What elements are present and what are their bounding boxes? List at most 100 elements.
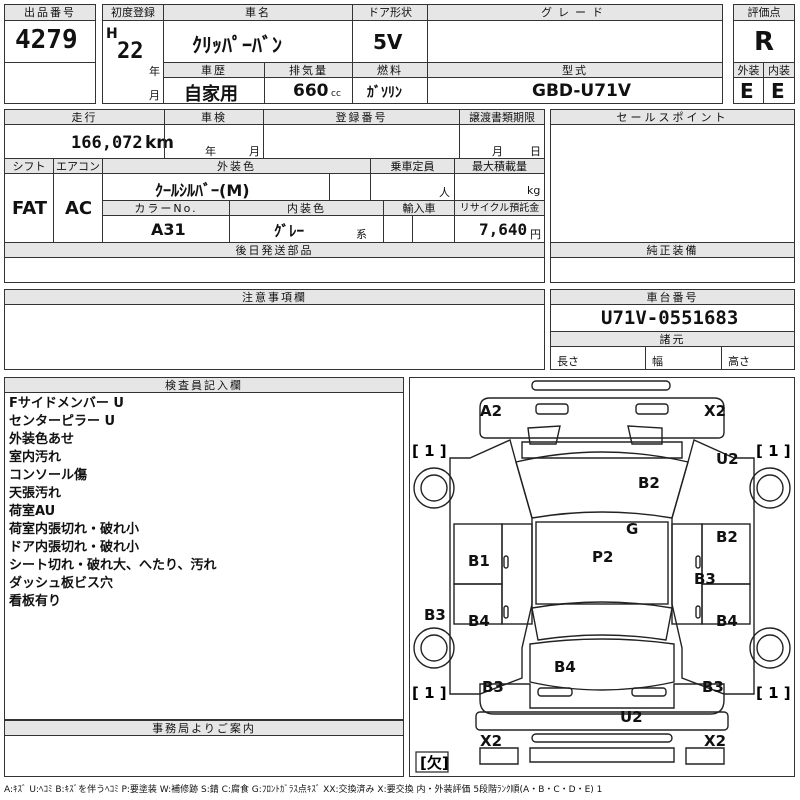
reg-year: 22 bbox=[117, 39, 144, 64]
sales-point-cell bbox=[550, 124, 795, 243]
inspection-label: 車検 bbox=[164, 109, 264, 125]
fuel-cell: ｶﾞｿﾘﾝ bbox=[352, 77, 428, 104]
int-cell: E bbox=[763, 77, 795, 104]
mark-u2-rear: U2 bbox=[620, 708, 643, 726]
import-cell-a bbox=[383, 215, 413, 243]
history-label: 車歴 bbox=[163, 62, 265, 78]
mark-b4-left: B4 bbox=[468, 612, 490, 630]
car-name-cell: ｸﾘｯﾊﾟｰﾊﾞﾝ bbox=[163, 20, 353, 63]
lot-label: 出品番号 bbox=[4, 4, 96, 21]
width-cell: 幅 bbox=[645, 346, 722, 370]
lot-blank bbox=[4, 62, 96, 104]
shift-label: シフト bbox=[4, 158, 54, 174]
rear-glass bbox=[531, 601, 673, 641]
first-reg-label: 初度登録 bbox=[102, 4, 164, 21]
mark-b4-rear: B4 bbox=[554, 658, 576, 676]
inspector-note: シート切れ・破れ大、へたり、汚れ bbox=[9, 558, 217, 573]
inspector-note: 天張汚れ bbox=[9, 486, 62, 501]
spare-tire-box bbox=[415, 751, 449, 773]
ext-label: 外装 bbox=[733, 62, 764, 78]
tire-front-right bbox=[749, 467, 791, 509]
ac: AC bbox=[65, 198, 93, 219]
tire-mark-rear-right: [ 1 ] bbox=[756, 684, 791, 702]
first-reg-cell: H 22 年 月 bbox=[102, 20, 164, 104]
score-cell: R bbox=[733, 20, 795, 63]
legend-text: A:ｷｽﾞ U:ﾍｺﾐ B:ｷｽﾞを伴うﾍｺﾐ P:要塗装 W:補修跡 S:錆 … bbox=[4, 785, 603, 795]
exterior-color: ｸｰﾙｼﾙﾊﾞｰ(M) bbox=[155, 181, 250, 200]
door-label: ドア形状 bbox=[352, 4, 428, 21]
mark-p2: P2 bbox=[592, 548, 613, 566]
door-cell: 5V bbox=[352, 20, 428, 63]
windshield bbox=[515, 451, 689, 519]
inspector-note: コンソール傷 bbox=[9, 468, 88, 483]
model: GBD-U71V bbox=[532, 81, 632, 101]
mileage: 166,072 bbox=[71, 133, 143, 153]
year-unit: 年 bbox=[149, 65, 160, 78]
rear-corner-right bbox=[685, 747, 725, 765]
history: 自家用 bbox=[184, 84, 238, 105]
mark-b1: B1 bbox=[468, 552, 490, 570]
chassis-number: U71V-0551683 bbox=[601, 307, 739, 329]
notes-cell bbox=[4, 304, 545, 370]
exterior-color-cell: ｸｰﾙｼﾙﾊﾞｰ(M) bbox=[102, 173, 330, 201]
model-label: 型式 bbox=[427, 62, 723, 78]
score-label: 評価点 bbox=[733, 4, 795, 21]
length-label: 長さ bbox=[557, 355, 579, 368]
import-cell-b bbox=[412, 215, 455, 243]
score: R bbox=[754, 27, 775, 57]
inspector-note: 看板有り bbox=[9, 594, 62, 609]
max-load-label: 最大積載量 bbox=[454, 158, 545, 174]
rear-bumper-bottom bbox=[531, 733, 673, 743]
ext-cell: E bbox=[733, 77, 764, 104]
office-cell bbox=[4, 735, 404, 777]
lot-cell: 4279 bbox=[4, 20, 96, 63]
transfer-label: 譲渡書類期限 bbox=[459, 109, 545, 125]
mileage-cell: 166,072 km bbox=[4, 124, 174, 159]
capacity-label: 乗車定員 bbox=[370, 158, 455, 174]
grade-cell bbox=[427, 20, 723, 63]
color-no: A31 bbox=[151, 220, 186, 239]
inspector-note: センターピラー U bbox=[9, 414, 116, 429]
mark-a2: A2 bbox=[480, 402, 502, 420]
interior-color-label: 内装色 bbox=[229, 200, 384, 216]
height-cell: 高さ bbox=[721, 346, 795, 370]
capacity-unit: 人 bbox=[439, 186, 450, 199]
inspector-note: 室内汚れ bbox=[9, 450, 62, 465]
right-pillar bbox=[671, 523, 703, 625]
right-front-fender bbox=[671, 439, 755, 695]
inspection-cell: 年 月 bbox=[164, 124, 264, 159]
chassis-label: 車台番号 bbox=[550, 289, 795, 305]
displacement: 660 bbox=[293, 81, 329, 101]
interior-color: ｸﾞﾚｰ bbox=[274, 222, 305, 240]
recycle-unit: 円 bbox=[530, 228, 541, 241]
exterior-color-label: 外装色 bbox=[102, 158, 371, 174]
capacity-cell: 人 bbox=[370, 173, 455, 201]
exterior-color-sub bbox=[329, 173, 371, 201]
later-parts-label: 後日発送部品 bbox=[4, 242, 545, 258]
ac-cell: AC bbox=[53, 173, 103, 243]
transfer-month-unit: 月 bbox=[492, 145, 503, 158]
hood-top bbox=[521, 441, 683, 459]
int-score: E bbox=[771, 79, 785, 103]
inspector-note: 荷室AU bbox=[9, 504, 56, 519]
sales-point-label: セールスポイント bbox=[550, 109, 795, 125]
mark-b3-rear-left: B3 bbox=[482, 678, 504, 696]
mark-b2-hood: B2 bbox=[638, 474, 660, 492]
displacement-label: 排気量 bbox=[264, 62, 353, 78]
later-parts-cell bbox=[4, 257, 545, 283]
transfer-day-unit: 日 bbox=[530, 145, 541, 158]
inspector-notes-list: Fサイドメンバー U センターピラー U 外装色あせ 室内汚れ コンソール傷 天… bbox=[9, 395, 216, 611]
recycle-cell: 7,640 円 bbox=[454, 215, 545, 243]
inspector-note: ドア内張切れ・破れ小 bbox=[9, 540, 140, 555]
grade-label: グレード bbox=[427, 4, 723, 21]
rear-gate bbox=[529, 638, 675, 691]
color-no-label: カラーNo. bbox=[102, 200, 230, 216]
reg-no-label: 登録番号 bbox=[263, 109, 460, 125]
wiper-left bbox=[527, 425, 561, 445]
front-bumper bbox=[479, 397, 725, 439]
inspector-label: 検査員記入欄 bbox=[4, 377, 404, 393]
tire-mark-front-right: [ 1 ] bbox=[756, 442, 791, 460]
car-name-label: 車名 bbox=[163, 4, 353, 21]
length-cell: 長さ bbox=[550, 346, 646, 370]
height-label: 高さ bbox=[728, 355, 750, 368]
